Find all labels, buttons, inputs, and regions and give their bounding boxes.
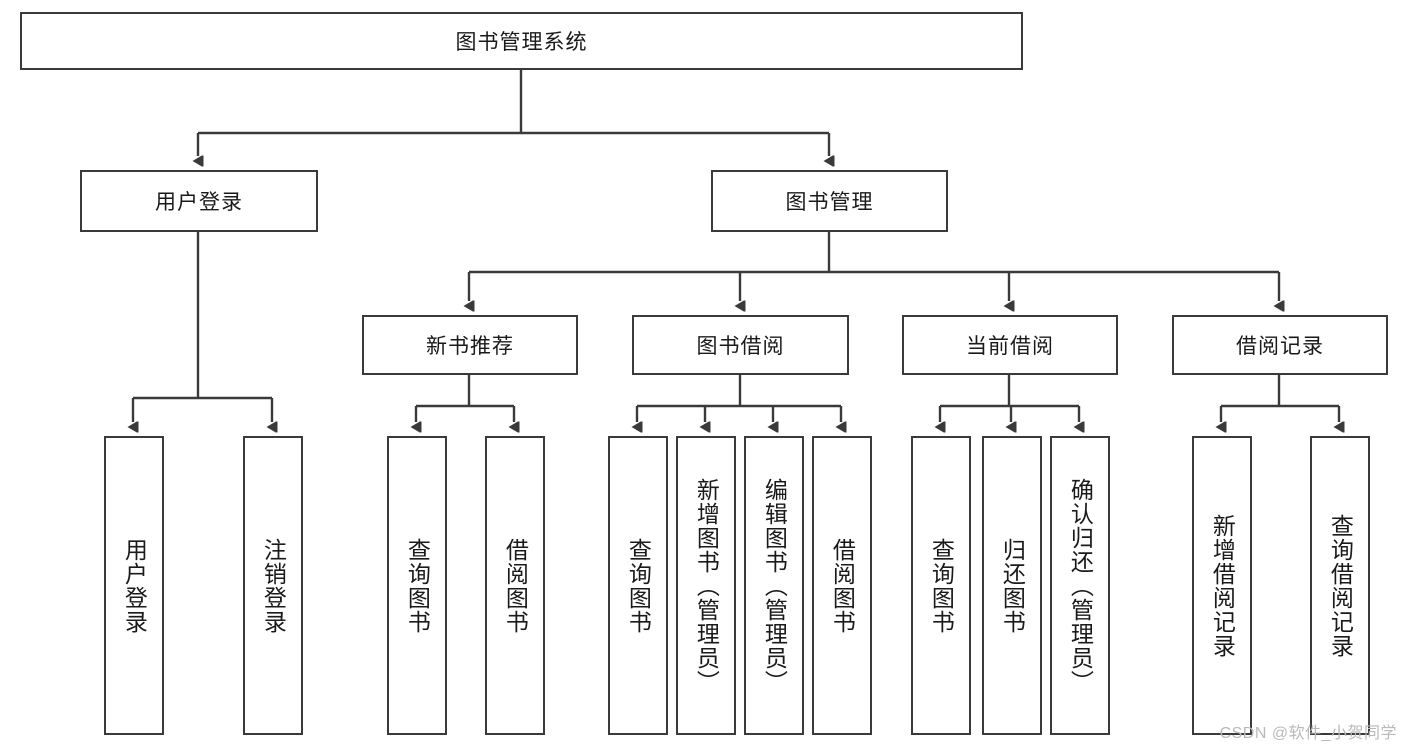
edge-borrowrecord-to-leaves	[1221, 375, 1339, 422]
node-leaf-confirm-return[interactable]: 确认归还（管理员）	[1050, 436, 1110, 735]
node-user-login[interactable]: 用户登录	[80, 170, 318, 232]
node-leaf-user-login-label: 用户登录	[121, 537, 148, 634]
node-leaf-logout-label: 注销登录	[260, 537, 287, 634]
node-leaf-query-book-1[interactable]: 查询图书	[387, 436, 447, 735]
node-leaf-add-record-label: 新增借阅记录	[1209, 513, 1236, 658]
node-leaf-query-book-2-label: 查询图书	[625, 537, 652, 634]
node-leaf-user-login[interactable]: 用户登录	[104, 436, 164, 735]
node-leaf-borrow-book-2-label: 借阅图书	[829, 537, 856, 634]
node-leaf-add-record[interactable]: 新增借阅记录	[1192, 436, 1252, 735]
edge-bookmanage-to-level3	[469, 232, 1279, 301]
node-borrow-record[interactable]: 借阅记录	[1172, 315, 1388, 375]
node-leaf-query-book-3[interactable]: 查询图书	[911, 436, 971, 735]
node-leaf-query-record-label: 查询借阅记录	[1327, 513, 1354, 658]
node-leaf-borrow-book-2[interactable]: 借阅图书	[812, 436, 872, 735]
node-new-book-recommend-label: 新书推荐	[426, 335, 514, 358]
node-book-borrow[interactable]: 图书借阅	[632, 315, 849, 375]
node-current-borrow[interactable]: 当前借阅	[902, 315, 1118, 375]
node-leaf-query-record[interactable]: 查询借阅记录	[1310, 436, 1370, 735]
edge-newbook-to-leaves	[416, 375, 514, 422]
node-leaf-return-book[interactable]: 归还图书	[982, 436, 1042, 735]
node-leaf-add-book[interactable]: 新增图书（管理员）	[676, 436, 736, 735]
node-leaf-return-book-label: 归还图书	[999, 537, 1026, 634]
node-current-borrow-label: 当前借阅	[966, 335, 1054, 358]
node-leaf-confirm-return-label: 确认归还（管理员）	[1067, 477, 1094, 694]
node-book-borrow-label: 图书借阅	[696, 335, 785, 358]
watermark: CSDN @软件_小贺同学	[1219, 725, 1397, 742]
node-leaf-query-book-1-label: 查询图书	[404, 537, 431, 634]
node-leaf-query-book-2[interactable]: 查询图书	[608, 436, 668, 735]
node-leaf-borrow-book-1-label: 借阅图书	[502, 537, 529, 634]
edge-root-to-level2	[198, 70, 829, 156]
node-book-manage[interactable]: 图书管理	[711, 170, 948, 232]
node-leaf-add-book-label: 新增图书（管理员）	[693, 477, 720, 694]
node-new-book-recommend[interactable]: 新书推荐	[362, 315, 578, 375]
node-book-manage-label: 图书管理	[785, 191, 874, 214]
node-root[interactable]: 图书管理系统	[20, 12, 1023, 70]
node-user-login-label: 用户登录	[155, 191, 243, 214]
node-leaf-borrow-book-1[interactable]: 借阅图书	[485, 436, 545, 735]
edge-bookborrow-to-leaves	[637, 375, 841, 422]
edge-userlogin-to-leaves	[133, 232, 272, 422]
node-borrow-record-label: 借阅记录	[1236, 335, 1324, 358]
node-leaf-edit-book[interactable]: 编辑图书（管理员）	[744, 436, 804, 735]
node-leaf-edit-book-label: 编辑图书（管理员）	[761, 477, 788, 694]
edge-currentborrow-to-leaves	[940, 375, 1079, 422]
node-leaf-logout[interactable]: 注销登录	[243, 436, 303, 735]
node-root-label: 图书管理系统	[455, 31, 588, 54]
node-leaf-query-book-3-label: 查询图书	[928, 537, 955, 634]
